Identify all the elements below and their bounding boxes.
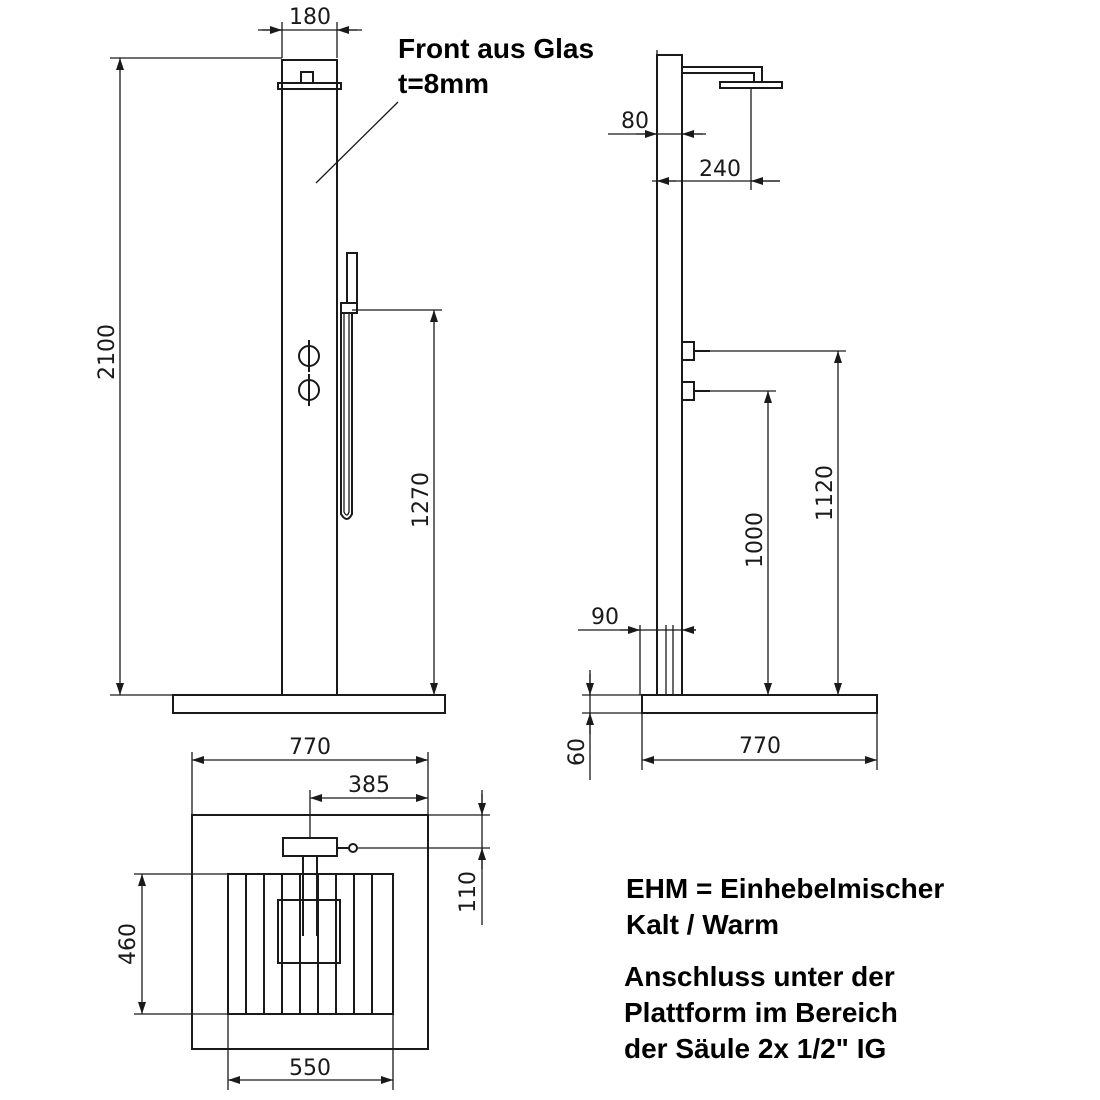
shower-head [719,81,783,89]
dim-90-label: 90 [591,605,619,630]
top-mixer-knob [348,843,358,853]
glass-label-line2: t=8mm [398,68,489,99]
hand-shower [340,252,358,520]
glass-leader-line [315,101,399,184]
side-base-plate [641,694,878,714]
dim-460-label: 460 [116,923,141,965]
dim-1120-label: 1120 [813,465,838,521]
side-view [578,50,878,780]
dim-80-label: 80 [621,109,649,134]
top-view [134,752,490,1090]
note-line-1: EHM = Einhebelmischer [626,873,944,904]
front-top-knob [300,71,314,84]
dim-240-label: 240 [699,157,741,182]
note-line-3: Anschluss unter der [624,961,895,992]
dim-110-label: 110 [456,871,481,913]
glass-label-line1: Front aus Glas [398,33,594,64]
dim-2100-label: 2100 [95,324,120,380]
dim-770-side-label: 770 [739,734,781,759]
note-line-5: der Säule 2x 1/2" IG [624,1033,886,1064]
dim-385-label: 385 [348,773,390,798]
front-view [110,22,446,714]
note-line-2: Kalt / Warm [626,909,779,940]
shower-arm [682,66,763,83]
dim-180-label: 180 [289,5,331,30]
dim-1000-label: 1000 [743,512,768,568]
side-column [656,54,683,696]
top-column-head [282,837,338,857]
note-line-4: Plattform im Bereich [624,997,898,1028]
front-base-plate [172,694,446,714]
mixer-knob-lower [298,374,320,406]
dim-1270-label: 1270 [409,472,434,528]
tray-slats [245,874,373,1014]
dim-770-top-label: 770 [289,735,331,760]
dim-60-label: 60 [565,738,590,766]
dim-550-label: 550 [289,1056,331,1081]
mixer-knob-upper [298,340,320,372]
top-tray [227,873,394,1015]
top-drain-rect [277,899,341,964]
